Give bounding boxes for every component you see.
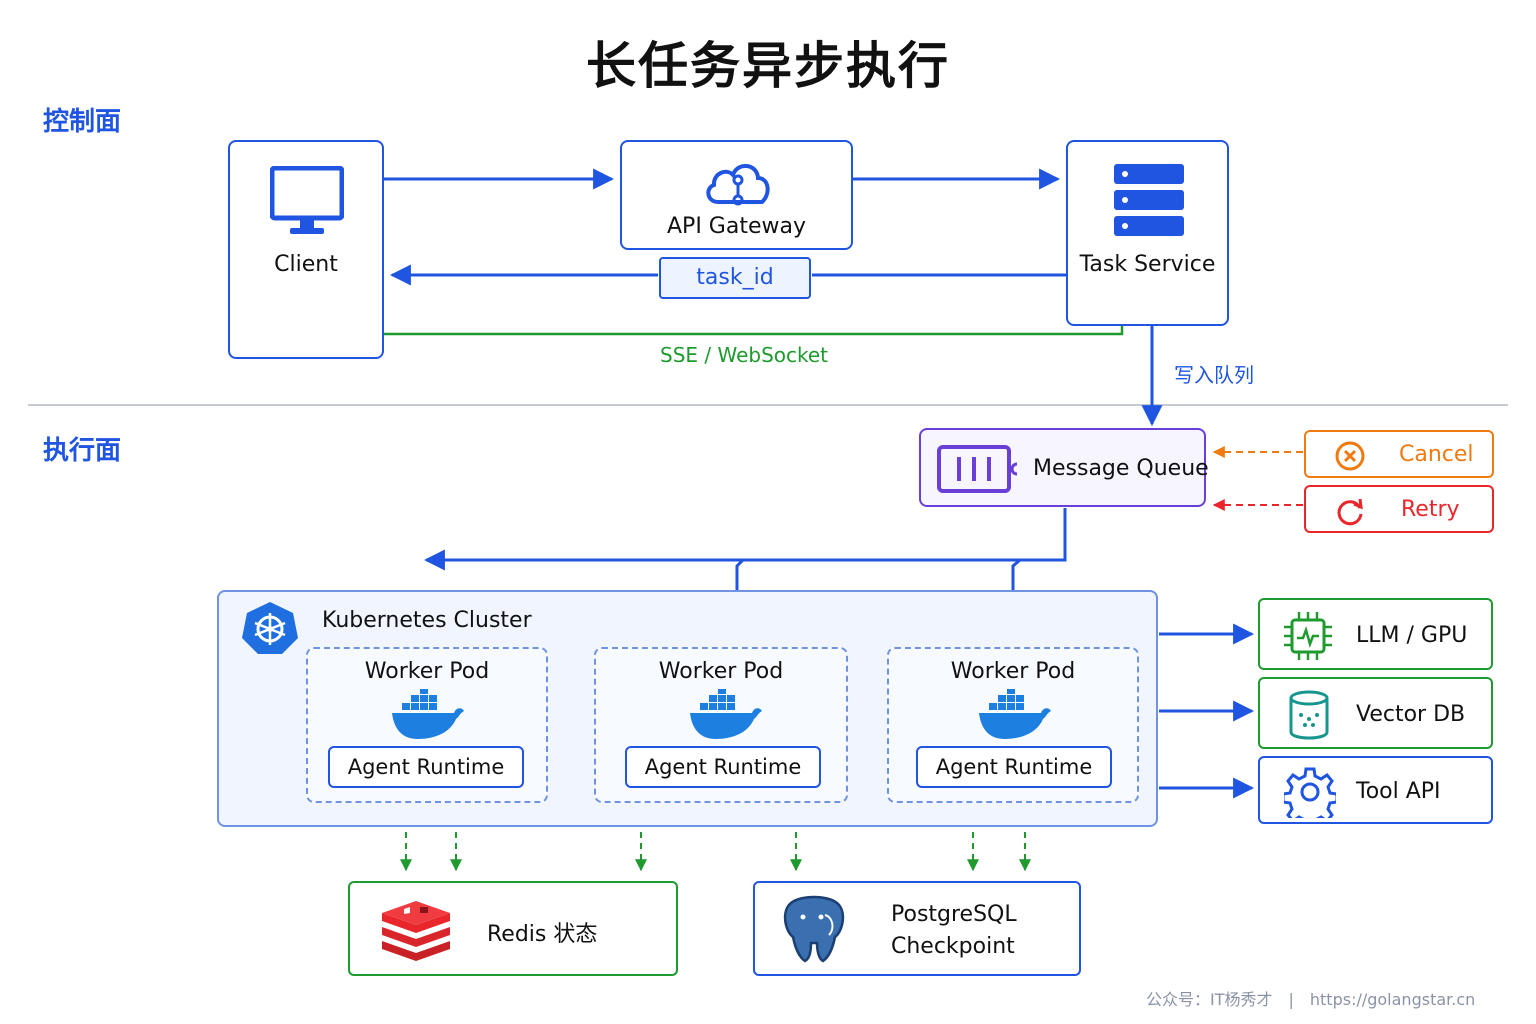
worker-pod-2: Worker Pod Agent Runtime [594,647,848,803]
tool-api-label: Tool API [1356,779,1441,804]
cancel-label: Cancel [1399,442,1474,467]
agent-runtime-1: Agent Runtime [328,746,524,788]
queue-to-pod1-arrow [423,508,1067,571]
footer-credit: 公众号：IT杨秀才 | https://golangstar.cn [1146,990,1476,1009]
cancel-icon [1335,441,1365,471]
monitor-icon [270,166,344,234]
chip-icon [1284,612,1332,660]
section-execution-plane: 执行面 [43,436,122,466]
client-label: Client [274,252,338,277]
pod-title: Worker Pod [950,659,1076,684]
agent-runtime-3: Agent Runtime [916,746,1112,788]
cancel-button[interactable]: Cancel [1304,430,1494,478]
cluster-title: Kubernetes Cluster [322,608,532,633]
sse-line [302,326,1124,336]
task-service-node: Task Service [1066,140,1229,326]
redis-icon [382,901,450,961]
worker-pod-3: Worker Pod Agent Runtime [887,647,1139,803]
cloud-gateway-icon [706,164,770,206]
kubernetes-icon [242,602,298,654]
gateway-label: API Gateway [667,214,806,239]
page-title: 长任务异步执行 [586,37,950,95]
gear-icon [1284,767,1336,818]
docker-icon [979,689,1051,739]
pod-title: Worker Pod [658,659,784,684]
postgres-elephant-icon [783,895,845,963]
state-sync-arrows [400,808,1031,872]
redis-label: Redis 状态 [487,922,598,947]
agent-runtime-2: Agent Runtime [625,746,821,788]
llm-gpu-label: LLM / GPU [1356,623,1468,648]
vector-db-node: Vector DB [1258,677,1493,749]
retry-icon [1337,498,1363,526]
postgres-label-line1: PostgreSQL [891,902,1017,927]
message-queue-label: Message Queue [1033,456,1209,481]
section-control-plane: 控制面 [43,107,122,137]
vector-db-label: Vector DB [1356,702,1466,727]
llm-gpu-node: LLM / GPU [1258,598,1493,670]
task-id-tag: task_id [659,257,811,299]
docker-icon [392,689,464,739]
task-service-label: Task Service [1079,252,1216,277]
sse-websocket-label: SSE / WebSocket [660,343,829,367]
api-gateway-node: API Gateway [620,140,853,250]
docker-icon [690,689,762,739]
message-queue-node: Message Queue [919,428,1209,507]
redis-node: Redis 状态 [348,881,678,976]
retry-label: Retry [1401,497,1460,522]
queue-icon [937,445,1018,493]
worker-pod-1: Worker Pod Agent Runtime [306,647,548,803]
pod-title: Worker Pod [364,659,490,684]
postgres-node: PostgreSQL Checkpoint [753,881,1081,976]
enqueue-label: 写入队列 [1174,363,1254,387]
postgres-label-line2: Checkpoint [891,934,1015,959]
client-node: Client [228,140,384,359]
tool-api-node: Tool API [1258,756,1493,824]
database-icon [1289,690,1329,740]
retry-button[interactable]: Retry [1304,485,1494,533]
server-icon [1114,164,1184,236]
